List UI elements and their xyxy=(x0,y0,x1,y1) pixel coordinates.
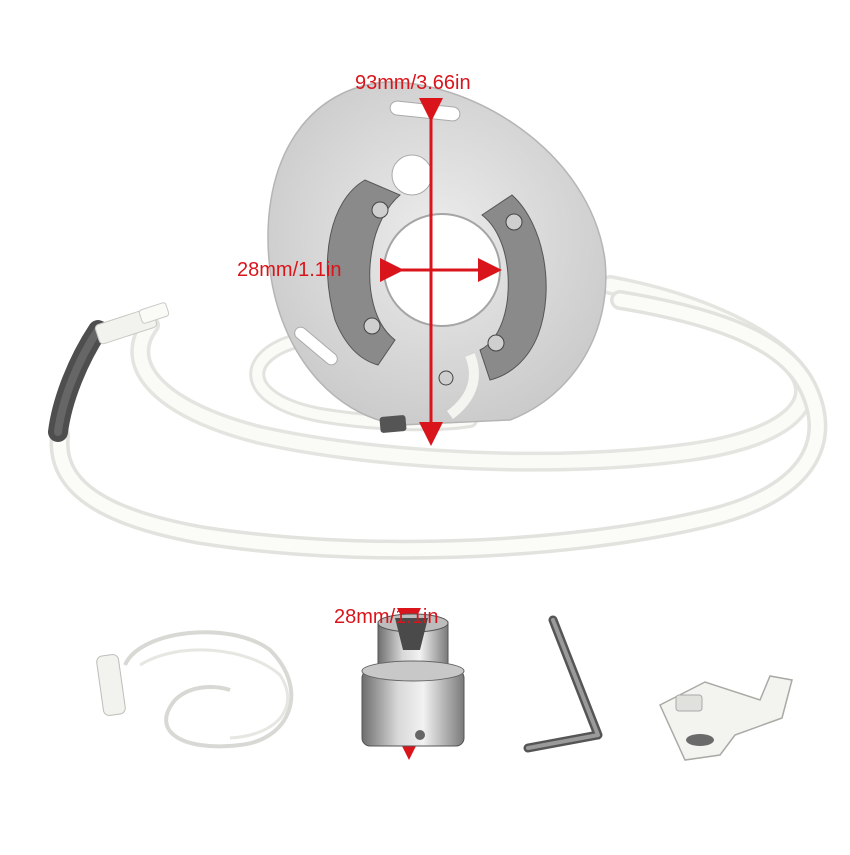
rotor-sleeve xyxy=(361,613,465,747)
stator-plate xyxy=(267,81,607,433)
wire-tap-connector xyxy=(659,675,793,761)
wire-connector-end xyxy=(94,302,170,345)
sleeve-size-label: 28mm/1.1in xyxy=(334,606,439,628)
allen-key xyxy=(523,615,603,753)
heat-shrink-sleeve xyxy=(48,320,108,442)
inner-diameter-label: 28mm/1.1in xyxy=(237,259,342,281)
wire-harness xyxy=(49,275,828,560)
plate-height-label: 93mm/3.66in xyxy=(355,72,471,94)
thin-lead-wire xyxy=(96,630,294,749)
